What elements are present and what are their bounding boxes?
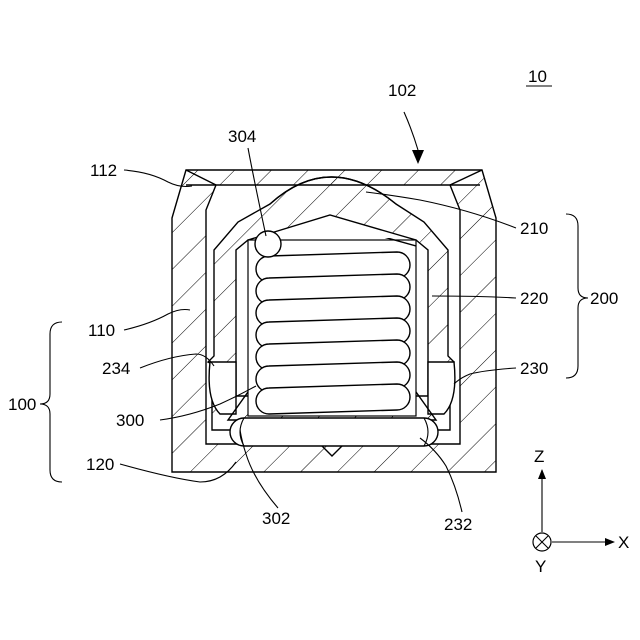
label-102: 102 [388, 81, 416, 100]
label-220: 220 [520, 289, 548, 308]
figure-label: 10 [528, 67, 547, 86]
press-direction-arrow [404, 112, 424, 164]
label-112: 112 [90, 161, 117, 180]
bracket-200 [566, 214, 588, 378]
axis-label-x: X [618, 533, 629, 552]
label-300: 300 [116, 411, 144, 430]
axis-label-y: Y [535, 557, 546, 576]
spring-end-304 [255, 231, 281, 257]
base-plate-302 [230, 418, 438, 446]
label-200: 200 [590, 289, 618, 308]
bracket-100 [40, 322, 62, 482]
label-100: 100 [8, 395, 36, 414]
coordinate-axes [533, 470, 614, 551]
label-110: 110 [88, 321, 115, 340]
axis-label-z: Z [534, 447, 544, 466]
label-120: 120 [86, 455, 114, 474]
label-234: 234 [102, 359, 130, 378]
label-302: 302 [262, 509, 290, 528]
label-230: 230 [520, 359, 548, 378]
spring-coil [256, 384, 410, 414]
label-210: 210 [520, 219, 548, 238]
label-304: 304 [228, 127, 256, 146]
spring-coils [256, 252, 410, 414]
label-232: 232 [444, 515, 472, 534]
